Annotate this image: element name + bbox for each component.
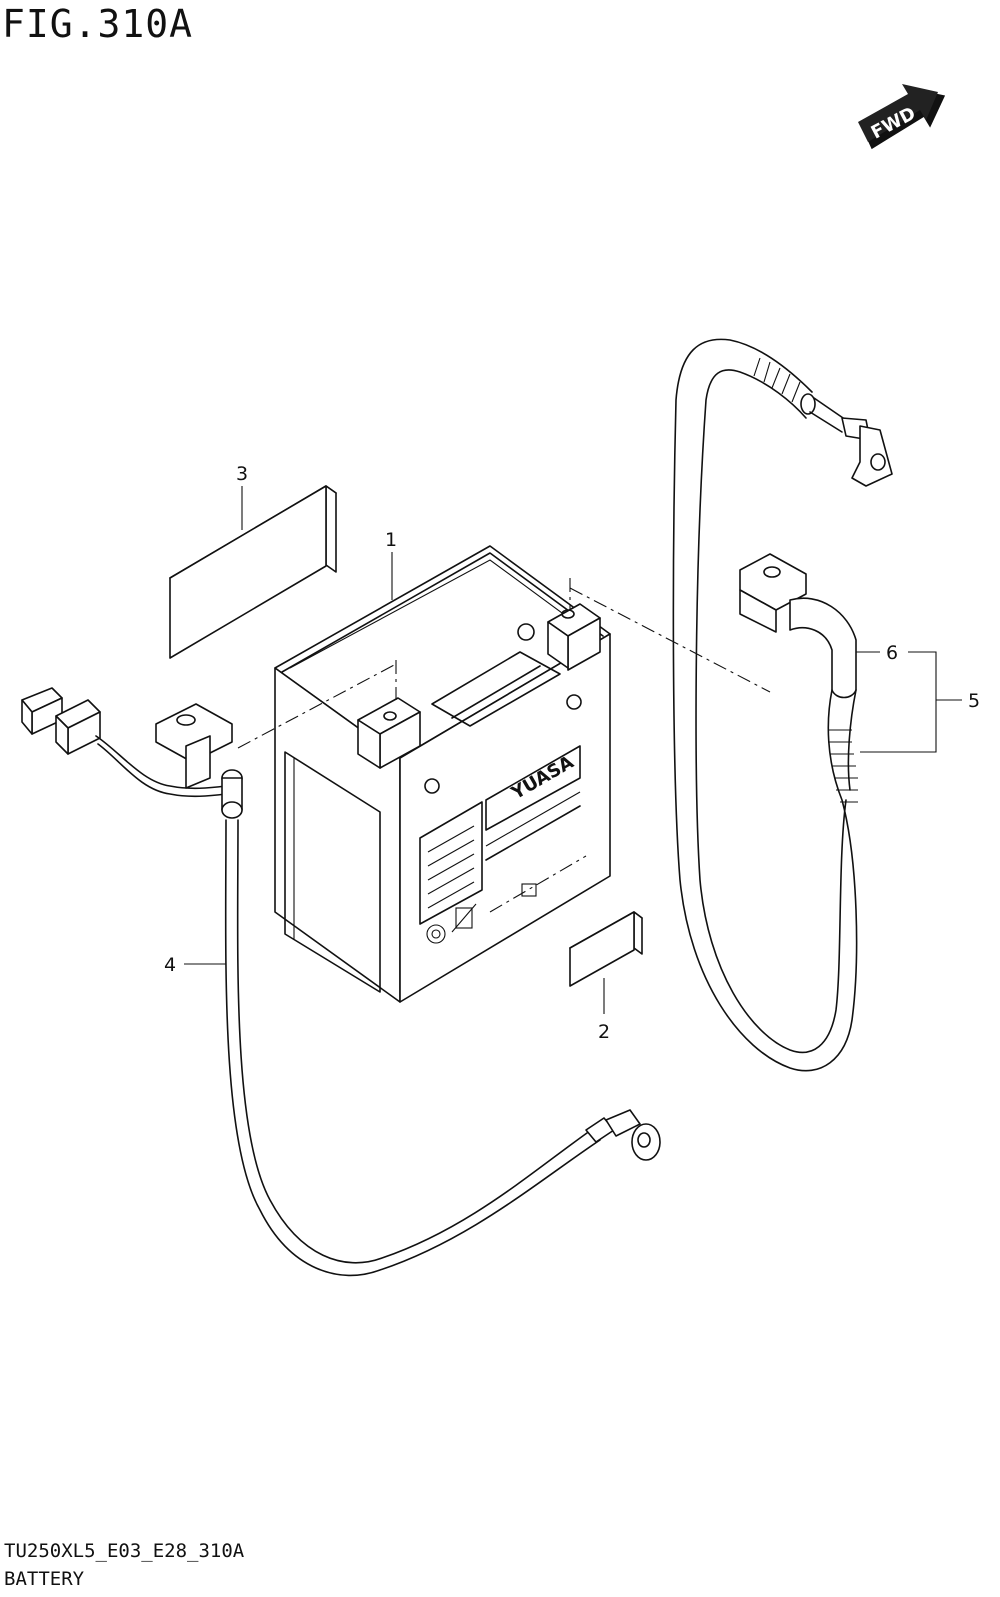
battery-1: YUASA: [274, 545, 611, 1003]
svg-text:1: 1: [385, 529, 397, 551]
figure-code: TU250XL5_E03_E28_310A: [4, 1540, 245, 1562]
terminal-cover-6: [739, 553, 857, 699]
battery-pad-2: [569, 911, 643, 987]
figure-title: FIG.310A: [2, 2, 194, 46]
callout-1: 1: [385, 529, 397, 600]
svg-text:4: 4: [164, 954, 176, 976]
negative-lead-4: [21, 687, 661, 1277]
svg-text:3: 3: [236, 463, 248, 485]
bin-crossed-icon: [451, 903, 477, 933]
svg-text:5: 5: [968, 690, 980, 712]
battery-pad-3: [169, 485, 337, 659]
figure-name: BATTERY: [4, 1568, 85, 1590]
callout-5: 5: [860, 651, 980, 753]
callout-6: 6: [856, 642, 898, 664]
callout-3: 3: [236, 463, 248, 530]
callout-4: 4: [164, 954, 226, 976]
recycle-icon: [426, 924, 446, 944]
svg-text:6: 6: [886, 642, 898, 664]
forward-arrow-icon: FWD: [858, 84, 946, 150]
svg-text:2: 2: [598, 1021, 610, 1043]
callout-2: 2: [598, 978, 610, 1043]
positive-lead-5: [672, 338, 893, 1072]
